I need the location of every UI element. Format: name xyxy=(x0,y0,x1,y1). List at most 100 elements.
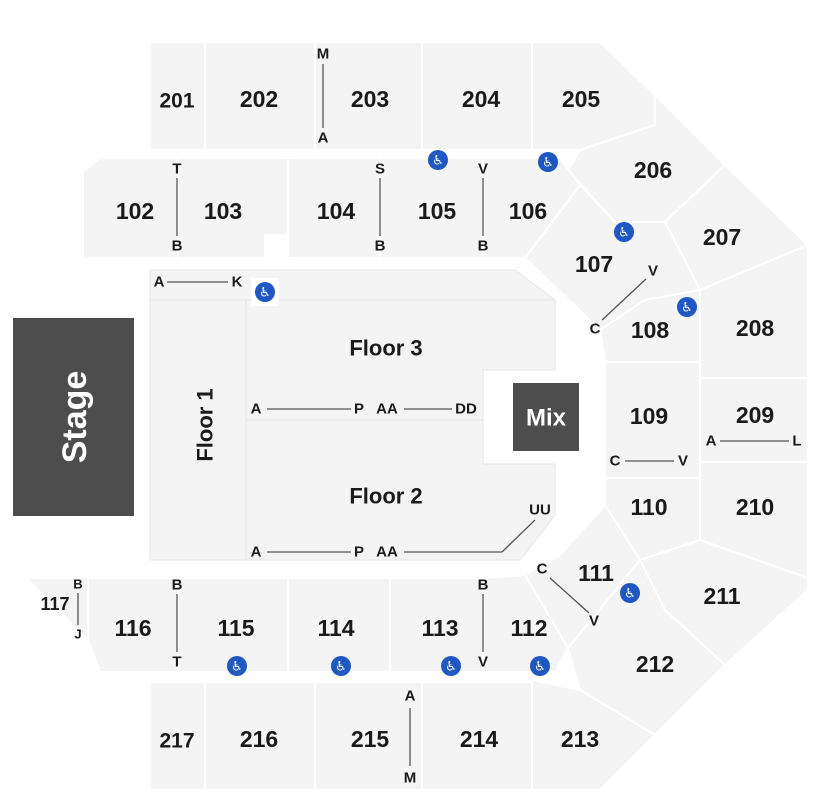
row-label: J xyxy=(74,627,81,642)
section-105[interactable]: 105 xyxy=(379,157,484,259)
section-201-label: 201 xyxy=(159,90,194,113)
row-label: T xyxy=(172,161,181,178)
row-label: C xyxy=(537,561,548,578)
accessible-seating: ♿♿♿♿♿♿♿♿♿♿ xyxy=(227,150,697,676)
row-label: UU xyxy=(529,502,551,519)
row-label: B xyxy=(375,238,386,255)
row-label: M xyxy=(404,770,417,787)
section-109[interactable]: 109 xyxy=(604,361,701,479)
section-112[interactable]: 112 xyxy=(482,573,570,673)
section-216[interactable]: 216 xyxy=(204,681,316,791)
wheelchair-icon-bg xyxy=(441,656,461,676)
wheelchair-icon-bg xyxy=(620,583,640,603)
section-103-label: 103 xyxy=(204,198,242,224)
row-label: B xyxy=(172,577,183,594)
stage: Stage xyxy=(13,318,134,516)
wheelchair-icon-bg xyxy=(538,152,558,172)
wheelchair-icon: ♿ xyxy=(618,226,630,241)
mix-position: Mix xyxy=(513,383,579,451)
floor-2[interactable]: Floor 2 xyxy=(245,419,556,561)
section-104[interactable]: 104 xyxy=(287,157,381,259)
section-203[interactable]: 203 xyxy=(314,41,423,151)
wheelchair-icon-bg xyxy=(331,656,351,676)
section-208[interactable]: 208 xyxy=(699,243,809,379)
section-103[interactable]: 103 xyxy=(177,157,289,259)
row-label: A xyxy=(251,544,262,561)
section-113[interactable]: 113 xyxy=(389,577,484,673)
row-label: C xyxy=(590,321,601,338)
row-label: A xyxy=(154,274,165,291)
section-207-label: 207 xyxy=(703,224,741,250)
row-label: K xyxy=(232,274,243,291)
wheelchair-icon-bg xyxy=(677,297,697,317)
floor-2-label: Floor 2 xyxy=(349,484,422,509)
wheelchair-icon: ♿ xyxy=(445,660,457,675)
section-102[interactable]: 102 xyxy=(82,157,179,259)
section-115[interactable]: 115 xyxy=(177,577,289,673)
section-117-label: 117 xyxy=(40,594,69,614)
section-112-label: 112 xyxy=(510,615,547,641)
row-label: P xyxy=(354,401,364,418)
section-202[interactable]: 202 xyxy=(204,41,316,151)
section-211-label: 211 xyxy=(703,583,740,609)
row-label: M xyxy=(317,46,330,63)
section-207[interactable]: 207 xyxy=(663,163,810,292)
wheelchair-icon: ♿ xyxy=(542,156,554,171)
section-216-label: 216 xyxy=(240,726,278,752)
row-label: L xyxy=(792,433,801,450)
row-label: B xyxy=(478,577,489,594)
section-214-label: 214 xyxy=(460,726,499,752)
row-label: S xyxy=(375,161,385,178)
section-201[interactable]: 201 xyxy=(149,41,206,151)
section-109-label: 109 xyxy=(630,403,668,429)
row-label: AA xyxy=(376,544,398,561)
section-117[interactable]: 117 xyxy=(23,577,89,643)
row-label: V xyxy=(648,263,658,280)
row-lines xyxy=(77,64,789,766)
row-label: A xyxy=(706,433,717,450)
section-215[interactable]: 215 xyxy=(314,681,423,791)
section-104-label: 104 xyxy=(317,198,356,224)
section-215-label: 215 xyxy=(351,726,390,752)
row-label: AA xyxy=(376,401,398,418)
section-108-label: 108 xyxy=(631,317,670,343)
wheelchair-icon: ♿ xyxy=(624,587,636,602)
wheelchair-icon: ♿ xyxy=(681,301,693,316)
section-204[interactable]: 204 xyxy=(421,41,533,151)
wheelchair-icon-bg xyxy=(530,656,550,676)
row-label: B xyxy=(478,238,489,255)
row-label: V xyxy=(478,654,488,671)
row-label: B xyxy=(172,238,183,255)
section-110-label: 110 xyxy=(630,494,667,520)
row-label: DD xyxy=(455,401,477,418)
section-205-label: 205 xyxy=(562,86,601,112)
section-110[interactable]: 110 xyxy=(604,477,701,562)
section-107-label: 107 xyxy=(575,251,613,277)
section-106[interactable]: 106 xyxy=(482,157,582,259)
floor-3[interactable]: Floor 3 xyxy=(245,299,556,421)
floor-3-label: Floor 3 xyxy=(349,336,422,361)
row-label: V xyxy=(478,161,488,178)
section-214[interactable]: 214 xyxy=(421,681,533,791)
section-115-label: 115 xyxy=(217,615,254,641)
row-label: A xyxy=(318,130,329,147)
section-217[interactable]: 217 xyxy=(149,681,206,791)
row-label: T xyxy=(172,654,181,671)
wheelchair-icon-bg xyxy=(614,222,634,242)
wheelchair-icon: ♿ xyxy=(259,286,271,301)
floor-1[interactable]: Floor 1 xyxy=(149,299,247,561)
section-116-label: 116 xyxy=(114,615,151,641)
wheelchair-icon: ♿ xyxy=(335,660,347,675)
section-212-label: 212 xyxy=(636,651,674,677)
floor-1-label: Floor 1 xyxy=(193,388,218,461)
section-204-label: 204 xyxy=(462,86,501,112)
wheelchair-icon: ♿ xyxy=(534,660,546,675)
row-label: V xyxy=(678,453,688,470)
section-102-label: 102 xyxy=(116,198,154,224)
section-116[interactable]: 116 xyxy=(87,577,179,673)
wheelchair-icon: ♿ xyxy=(231,660,243,675)
section-113-label: 113 xyxy=(421,615,458,641)
wheelchair-icon-bg xyxy=(255,282,275,302)
section-206-label: 206 xyxy=(634,157,672,183)
